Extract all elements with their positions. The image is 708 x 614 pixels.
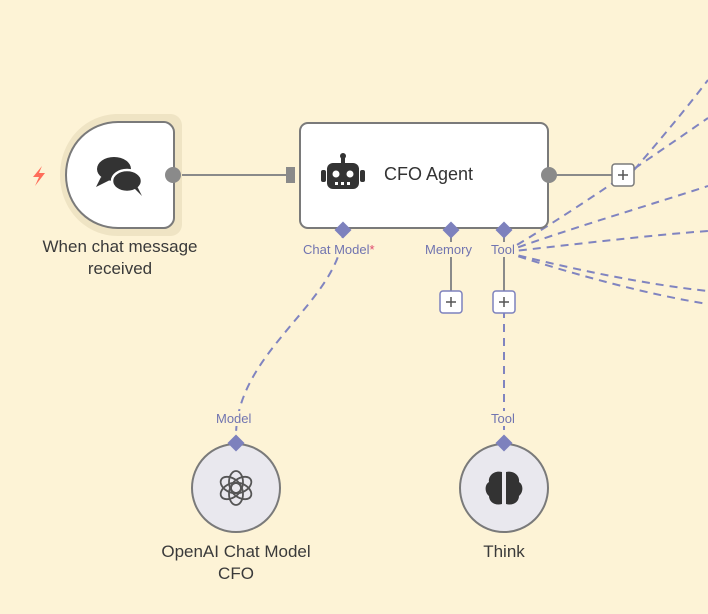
tool-port-label: Tool <box>490 242 516 257</box>
add-memory-button[interactable] <box>439 290 463 314</box>
connection-line <box>235 229 344 437</box>
model-output-port[interactable] <box>227 434 245 452</box>
connection-line <box>504 117 708 253</box>
lightning-icon <box>33 166 45 186</box>
trigger-label-line2: received <box>87 259 153 278</box>
add-tool-button[interactable] <box>492 290 516 314</box>
think-output-port[interactable] <box>495 434 513 452</box>
openai-icon <box>219 470 253 506</box>
agent-input-port[interactable] <box>286 167 295 183</box>
chat-model-port[interactable] <box>334 221 352 239</box>
connection-line <box>504 185 708 253</box>
openai-model-label: OpenAI Chat Model CFO <box>126 541 346 585</box>
agent-title: CFO Agent <box>384 164 474 184</box>
memory-port[interactable] <box>442 221 460 239</box>
chat-model-port-label: Chat Model* <box>302 242 376 257</box>
brain-icon <box>485 471 523 505</box>
chat-bubbles-icon <box>96 157 144 196</box>
model-port-label: Model <box>215 411 253 426</box>
think-port-label: Tool <box>490 411 516 426</box>
openai-label-line2: CFO <box>218 564 254 583</box>
connection-line <box>633 79 708 171</box>
openai-model-node[interactable] <box>191 443 281 533</box>
required-marker: * <box>369 242 375 257</box>
memory-port-label: Memory <box>424 242 473 257</box>
connection-line <box>504 230 708 253</box>
tool-port[interactable] <box>495 221 513 239</box>
think-node[interactable] <box>459 443 549 533</box>
trigger-node-label: When chat message received <box>20 236 220 280</box>
trigger-output-port[interactable] <box>165 167 181 183</box>
openai-label-line1: OpenAI Chat Model <box>161 542 311 561</box>
connection-line <box>504 251 708 305</box>
trigger-label-line1: When chat message <box>42 237 198 256</box>
add-output-button[interactable] <box>611 163 635 187</box>
robot-icon <box>321 153 365 189</box>
think-label: Think <box>483 542 525 561</box>
connection-line <box>504 251 708 292</box>
agent-output-port[interactable] <box>541 167 557 183</box>
tool-connections <box>235 79 708 437</box>
chat-model-label-text: Chat Model <box>303 242 370 257</box>
